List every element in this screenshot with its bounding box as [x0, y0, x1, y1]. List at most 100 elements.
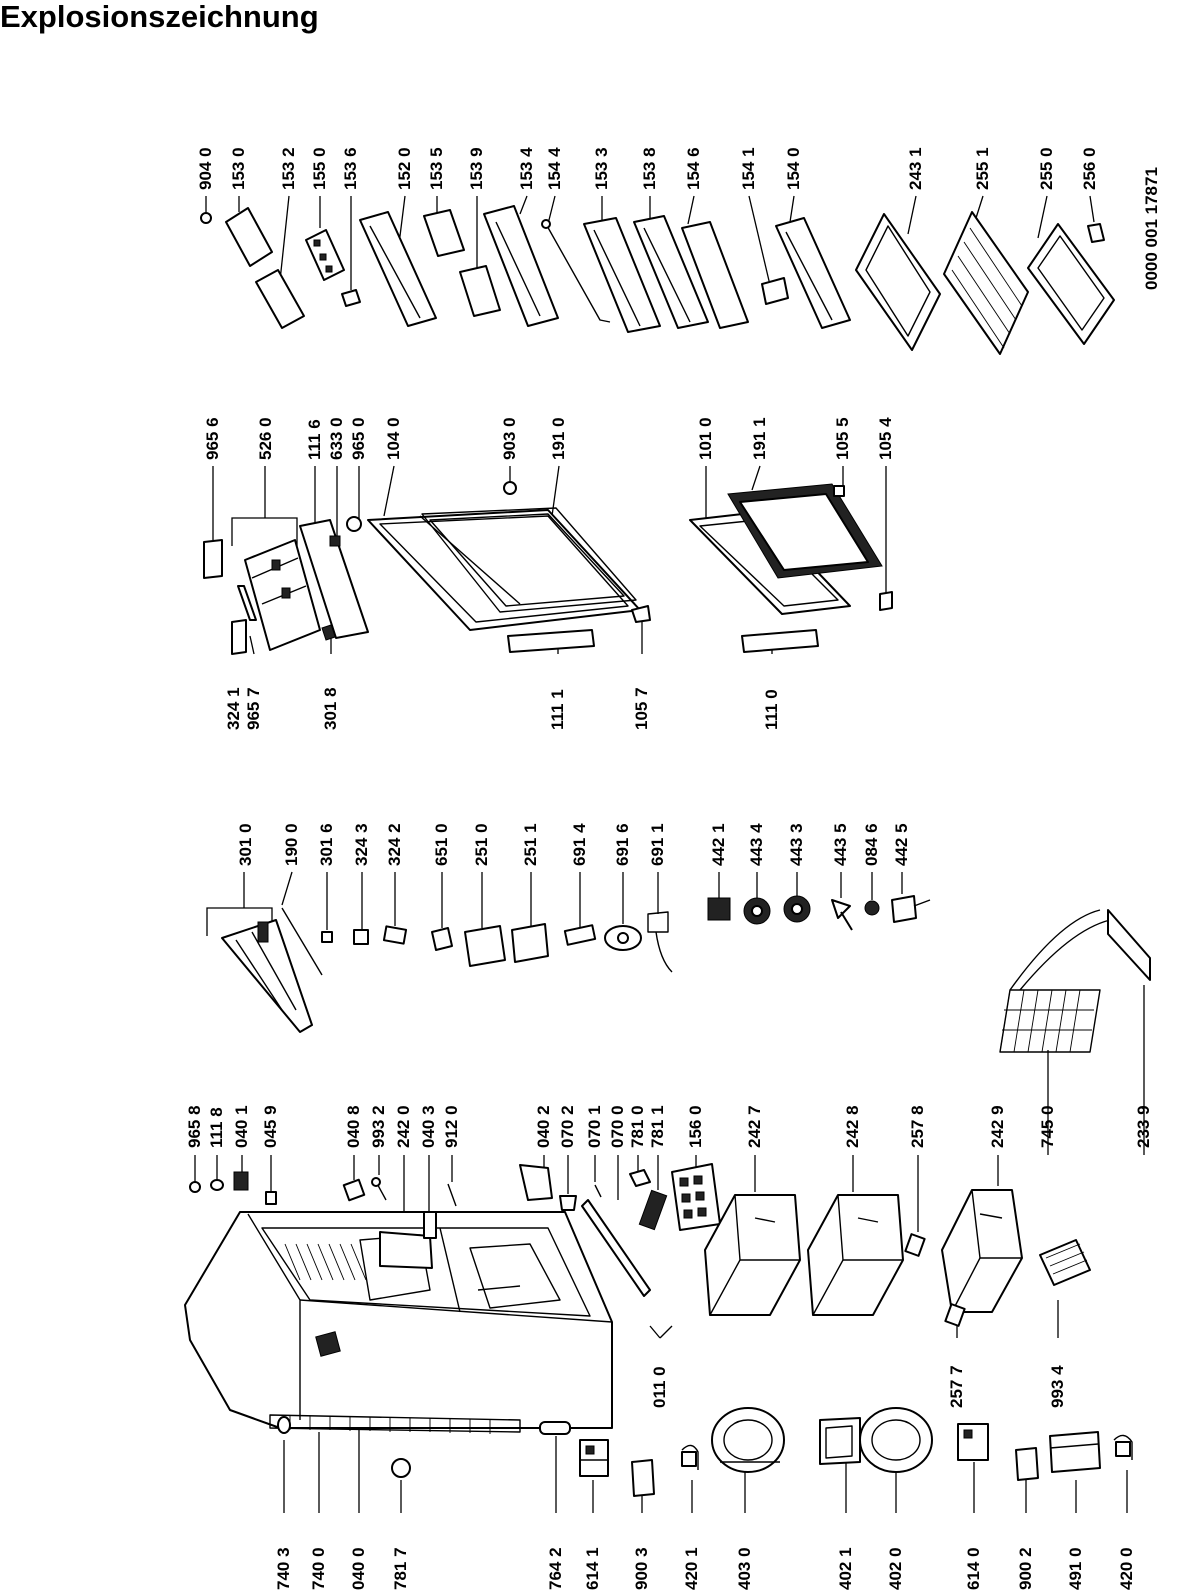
label-111-1: 111 1: [548, 689, 567, 730]
wire-shelf-255-1: [943, 211, 1029, 355]
label-040-0: 040 0: [349, 1547, 368, 1590]
label-155-0: 155 0: [310, 147, 329, 190]
label-111-6: 111 6: [305, 419, 324, 460]
label-153-3: 153 3: [592, 147, 611, 190]
label-152-0: 152 0: [395, 147, 414, 190]
label-442-1: 442 1: [709, 823, 728, 866]
label-191-0: 191 0: [549, 417, 568, 460]
label-764-2: 764 2: [546, 1547, 565, 1590]
label-614-1: 614 1: [583, 1547, 602, 1590]
label-402-0: 402 0: [886, 1547, 905, 1590]
label-111-8: 111 8: [207, 1107, 226, 1148]
door-bin-153-4: [483, 205, 559, 327]
label-420-1: 420 1: [682, 1547, 701, 1590]
control-panel-301-0: [221, 919, 313, 1033]
label-242-7: 242 7: [745, 1105, 764, 1148]
label-242-0: 242 0: [394, 1105, 413, 1148]
label-070-1: 070 1: [585, 1105, 604, 1148]
label-993-4: 993 4: [1048, 1365, 1067, 1408]
part-labels: 965 8 111 8 040 1 045 9 040 8 993 2 242 …: [185, 147, 1161, 1590]
label-324-1: 324 1: [224, 687, 243, 730]
label-154-4: 154 4: [545, 147, 564, 190]
label-153-6: 153 6: [341, 147, 360, 190]
label-243-1: 243 1: [906, 147, 925, 190]
door-bin-153-8: [633, 215, 709, 329]
label-443-4: 443 4: [747, 823, 766, 866]
label-153-4: 153 4: [517, 147, 536, 190]
condenser-745-0: [999, 909, 1111, 1053]
part-491-0: [1049, 1431, 1101, 1473]
parts: [184, 205, 1151, 1497]
label-691-1: 691 1: [648, 823, 667, 866]
label-111-0: 111 0: [762, 689, 781, 730]
page-title: Explosionszeichnung: [0, 0, 319, 34]
label-443-3: 443 3: [787, 823, 806, 866]
label-993-2: 993 2: [369, 1105, 388, 1148]
label-040-3: 040 3: [419, 1105, 438, 1148]
label-251-0: 251 0: [472, 823, 491, 866]
label-153-9: 153 9: [467, 147, 486, 190]
door-bin-152-0: [359, 211, 437, 327]
label-154-0: 154 0: [784, 147, 803, 190]
label-781-1: 781 1: [648, 1105, 667, 1148]
label-900-2: 900 2: [1016, 1547, 1035, 1590]
label-242-8: 242 8: [843, 1105, 862, 1148]
drawer-242-7: [704, 1194, 801, 1316]
label-255-0: 255 0: [1037, 147, 1056, 190]
label-257-8: 257 8: [908, 1105, 927, 1148]
label-965-7: 965 7: [244, 687, 263, 730]
label-070-0: 070 0: [608, 1105, 627, 1148]
label-257-7: 257 7: [947, 1365, 966, 1408]
glass-shelf-255-0: [1027, 223, 1115, 345]
label-154-1: 154 1: [739, 147, 758, 190]
label-101-0: 101 0: [696, 417, 715, 460]
label-255-1: 255 1: [973, 147, 992, 190]
label-403-0: 403 0: [735, 1547, 754, 1590]
drawer-242-8: [807, 1194, 904, 1316]
label-301-0: 301 0: [236, 823, 255, 866]
label-614-0: 614 0: [964, 1547, 983, 1590]
label-301-8: 301 8: [321, 687, 340, 730]
label-903-0: 903 0: [500, 417, 519, 460]
label-191-1: 191 1: [750, 417, 769, 460]
label-154-6: 154 6: [684, 147, 703, 190]
label-740-3: 740 3: [274, 1547, 293, 1590]
label-965-6: 965 6: [203, 417, 222, 460]
label-105-7: 105 7: [632, 687, 651, 730]
label-105-5: 105 5: [833, 417, 852, 460]
door-bin-153-3: [583, 217, 661, 333]
door-bin-154-0: [775, 217, 851, 329]
label-904-0: 904 0: [196, 147, 215, 190]
label-084-6: 084 6: [862, 823, 881, 866]
label-301-6: 301 6: [317, 823, 336, 866]
label-781-7: 781 7: [391, 1547, 410, 1590]
label-781-0: 781 0: [628, 1105, 647, 1148]
label-900-3: 900 3: [632, 1547, 651, 1590]
label-251-1: 251 1: [521, 823, 540, 866]
label-740-0: 740 0: [309, 1547, 328, 1590]
compressor-402-0: [859, 1407, 933, 1473]
label-105-4: 105 4: [876, 417, 895, 460]
label-965-0: 965 0: [349, 417, 368, 460]
relay-614-0: [957, 1423, 989, 1461]
label-420-0: 420 0: [1117, 1547, 1136, 1590]
label-691-4: 691 4: [570, 823, 589, 866]
label-153-2: 153 2: [279, 147, 298, 190]
door-gasket-191-1: [727, 483, 883, 579]
label-153-8: 153 8: [640, 147, 659, 190]
label-442-5: 442 5: [892, 823, 911, 866]
label-040-1: 040 1: [232, 1105, 251, 1148]
label-912-0: 912 0: [442, 1105, 461, 1148]
label-691-6: 691 6: [613, 823, 632, 866]
relay-614-1: [579, 1439, 609, 1477]
label-491-0: 491 0: [1066, 1547, 1085, 1590]
label-443-5: 443 5: [831, 823, 850, 866]
label-324-3: 324 3: [352, 823, 371, 866]
label-324-2: 324 2: [385, 823, 404, 866]
grid-993-4: [1039, 1239, 1091, 1286]
label-633-0: 633 0: [327, 417, 346, 460]
control-module-526-0: [244, 539, 321, 651]
drawer-242-9: [941, 1189, 1023, 1313]
shelf-243-1: [855, 213, 941, 351]
label-651-0: 651 0: [432, 823, 451, 866]
